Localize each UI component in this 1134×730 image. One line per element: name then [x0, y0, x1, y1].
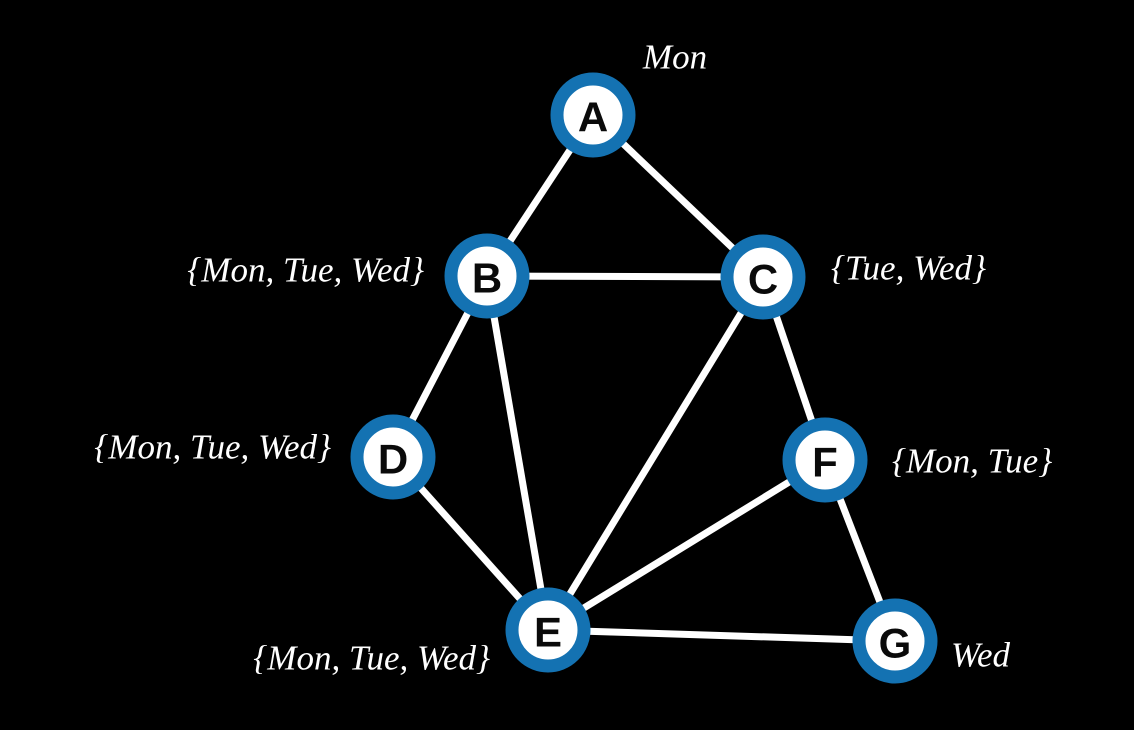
- node-E: E {Mon, Tue, Wed}: [253, 587, 591, 678]
- node-letter-D: D: [378, 436, 408, 483]
- node-letter-C: C: [748, 256, 778, 303]
- node-letter-B: B: [472, 255, 502, 302]
- node-letter-G: G: [879, 620, 912, 667]
- node-circle-B: [444, 233, 530, 319]
- domain-label-F: {Mon, Tue}: [892, 442, 1052, 481]
- node-circle-C: [720, 234, 806, 320]
- node-G: G Wed: [852, 598, 1010, 684]
- node-B: B {Mon, Tue, Wed}: [187, 233, 530, 319]
- node-C: C {Tue, Wed}: [720, 234, 986, 320]
- node-letter-E: E: [534, 609, 562, 656]
- node-A: A Mon: [550, 38, 707, 158]
- edge-B-C: [486, 272, 764, 281]
- edge-E-G: [547, 626, 896, 645]
- domain-label-D: {Mon, Tue, Wed}: [94, 428, 331, 467]
- edge-E-F: [546, 457, 827, 633]
- domain-label-B: {Mon, Tue, Wed}: [187, 251, 424, 290]
- domain-label-G: Wed: [951, 636, 1010, 675]
- node-F: F {Mon, Tue}: [782, 417, 1052, 503]
- node-circle-D: [350, 414, 436, 500]
- domain-label-C: {Tue, Wed}: [831, 249, 986, 288]
- node-letter-F: F: [812, 439, 838, 486]
- node-circle-G: [852, 598, 938, 684]
- node-circle-A: [550, 72, 636, 158]
- node-D: D {Mon, Tue, Wed}: [94, 414, 436, 500]
- node-circle-E: [505, 587, 591, 673]
- domain-label-A: Mon: [642, 38, 707, 77]
- domain-label-E: {Mon, Tue, Wed}: [253, 639, 490, 678]
- node-letter-A: A: [578, 94, 608, 141]
- edge-C-E: [545, 275, 766, 632]
- node-circle-F: [782, 417, 868, 503]
- edge-B-E: [483, 275, 552, 631]
